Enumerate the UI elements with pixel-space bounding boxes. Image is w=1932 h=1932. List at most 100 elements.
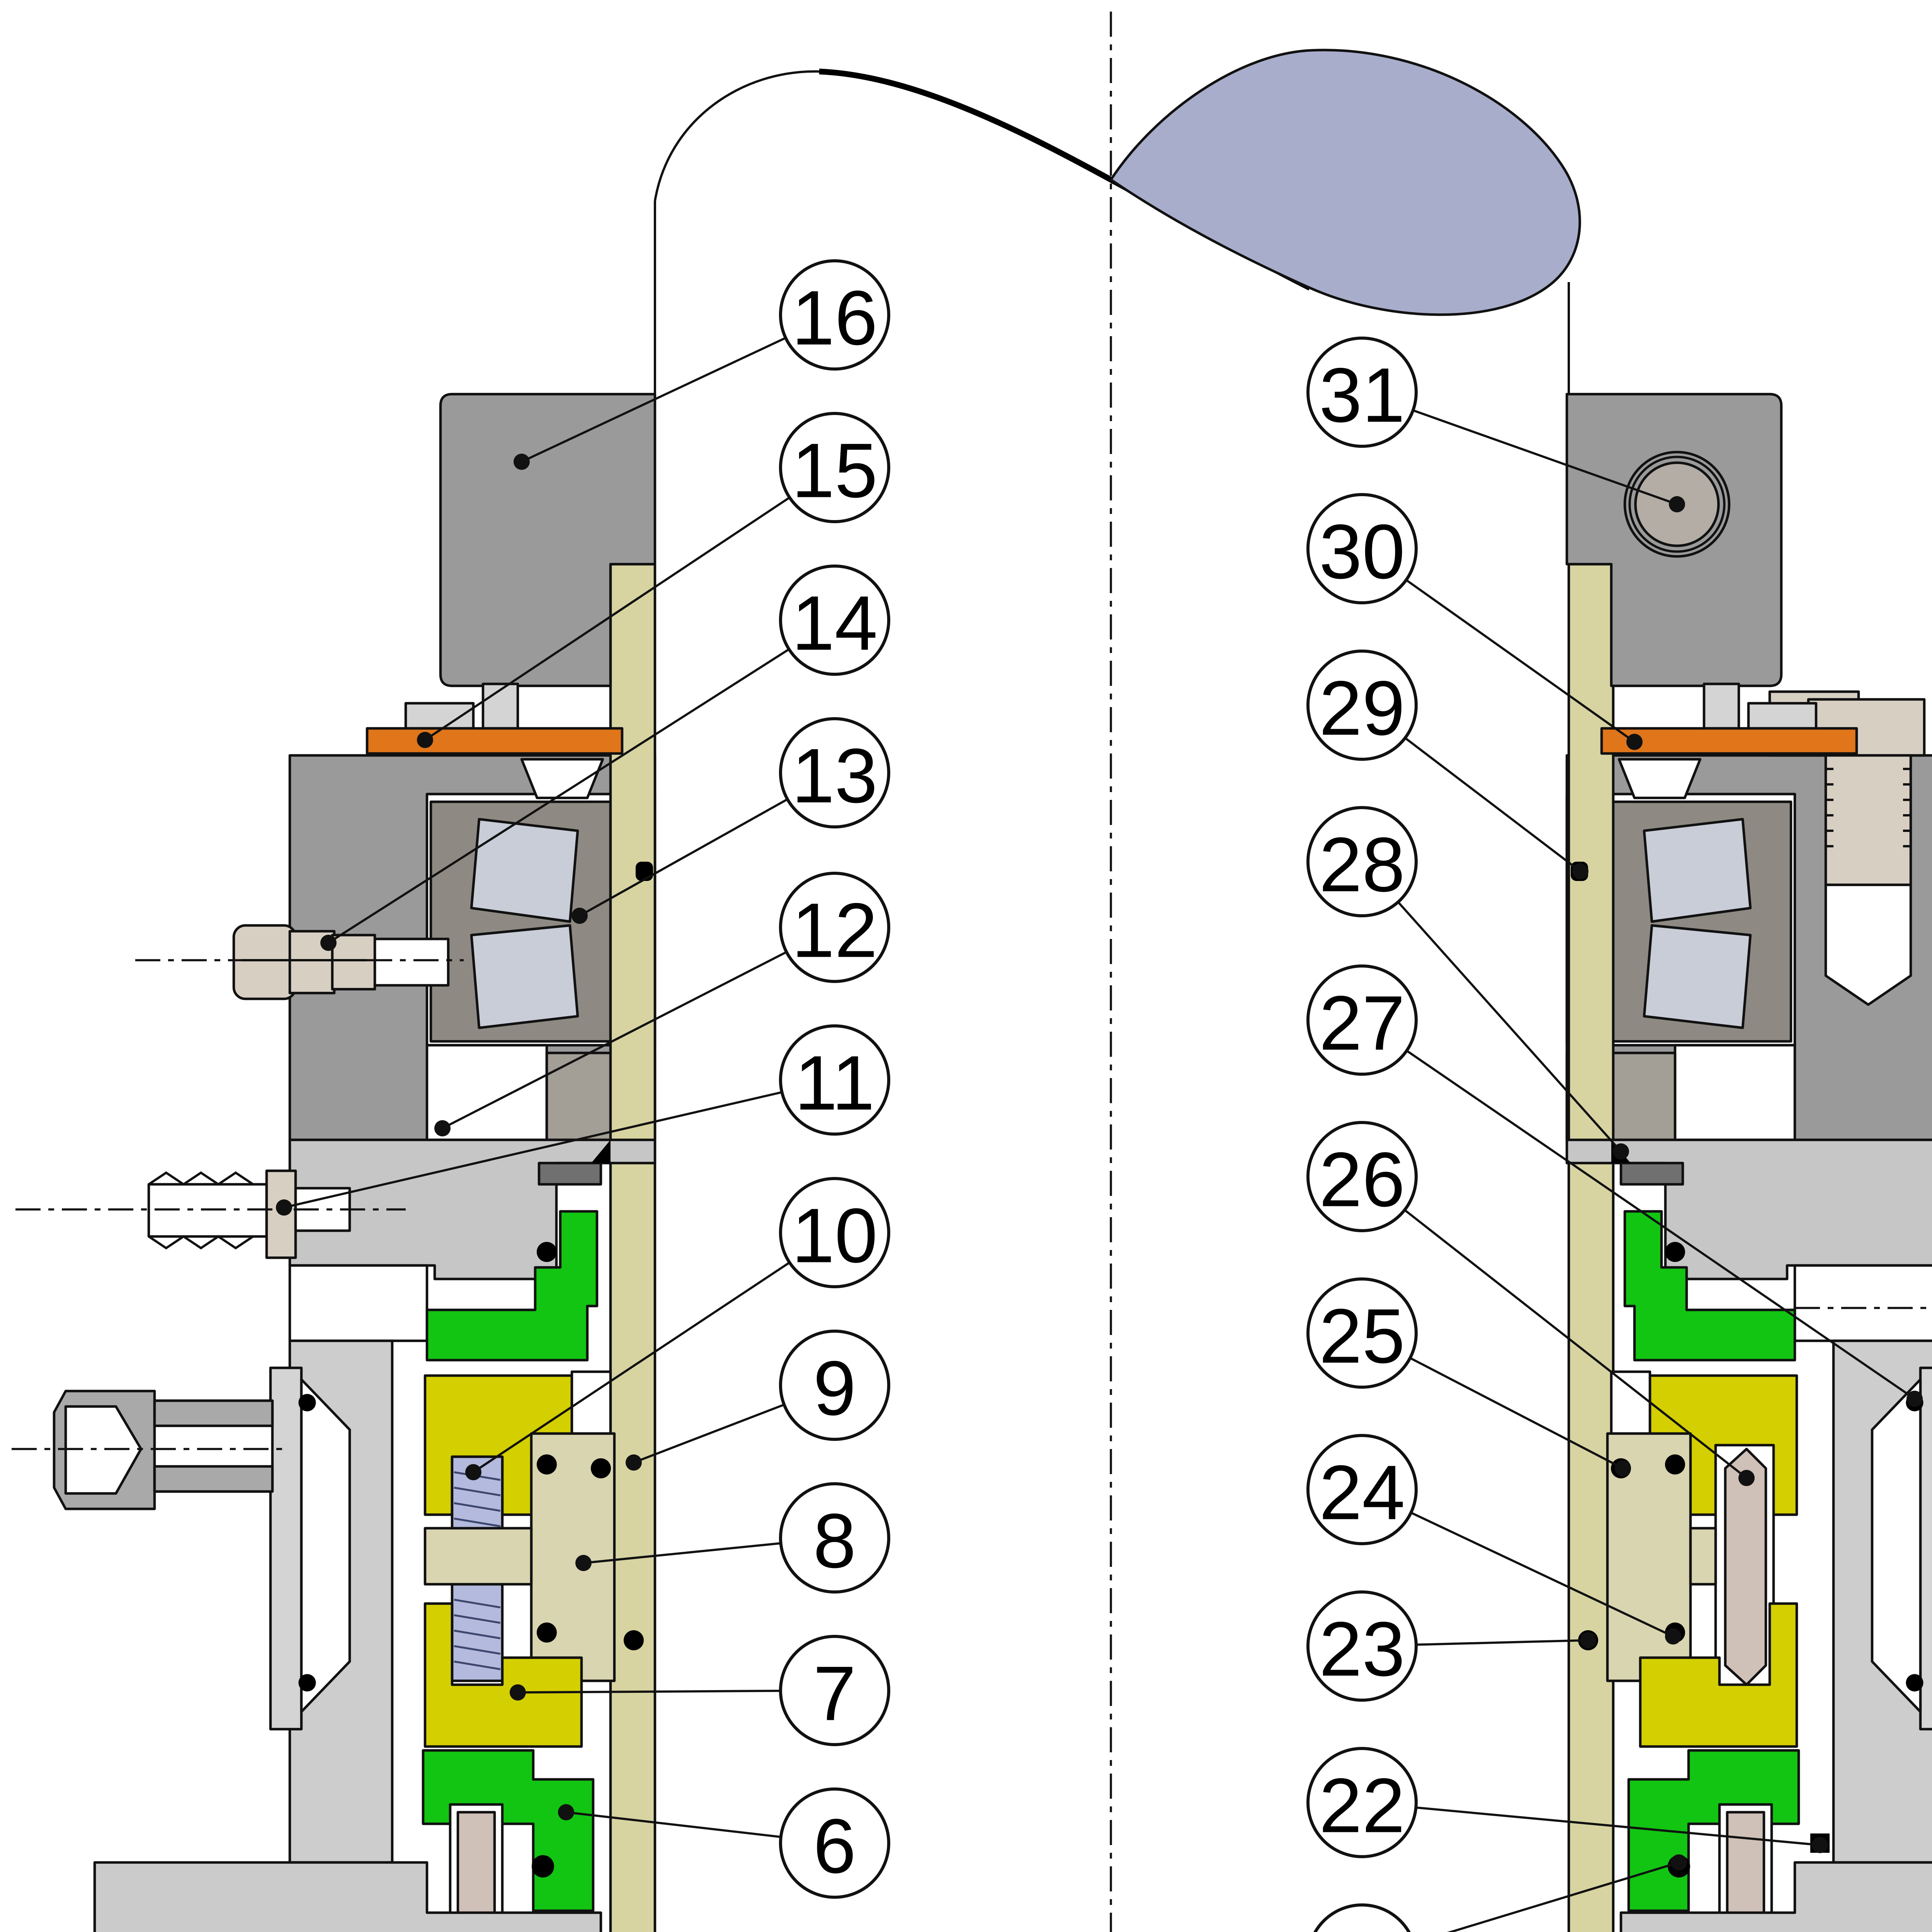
- callout-circle-15: [779, 412, 890, 523]
- seal-holder-lower-left: [423, 1602, 583, 1748]
- clamp-stud-right: [1702, 682, 1740, 730]
- gland-oring-upper-left: [298, 1394, 316, 1412]
- barb-teeth-top-left: [148, 1171, 254, 1186]
- callout-dot-16: [513, 454, 530, 470]
- bearing-roller-right-upper: [1643, 818, 1752, 923]
- spring-lower-left: [451, 1583, 504, 1682]
- seal-stack-right: [1578, 1210, 1830, 1932]
- seal-face-band-left: [423, 1527, 533, 1586]
- retainer-oring-upper-left: [536, 1242, 557, 1262]
- callout-leader-12: [442, 926, 835, 1129]
- callout-label-28: 28: [1319, 822, 1405, 908]
- callout-label-13: 13: [792, 733, 878, 819]
- callout-circle-14: [779, 564, 890, 676]
- callout-dot-9: [625, 1454, 642, 1471]
- port-ring-right: [1628, 456, 1726, 553]
- callout-leader-16: [521, 314, 835, 463]
- callout-label-6: 6: [813, 1803, 856, 1889]
- callout-dot-7: [509, 1684, 526, 1701]
- seal-face-band-right: [1689, 1527, 1717, 1586]
- callout-leader-10: [473, 1231, 835, 1473]
- seal-stack-left: [422, 1210, 644, 1932]
- face-oring-3-left: [536, 1622, 557, 1643]
- callout-circle-22: [1306, 1747, 1418, 1858]
- callout-leader-27: [1361, 1019, 1915, 1400]
- gland-plate-right: [1919, 1366, 1932, 1731]
- callout-dot-28: [1613, 1143, 1629, 1160]
- clamp-stud-left: [481, 682, 519, 730]
- gland-oring-lower-right: [1906, 1674, 1923, 1692]
- left-half: [53, 393, 656, 1932]
- bearing-cone-seat-left: [520, 758, 604, 799]
- retainer-upper-left: [425, 1210, 599, 1362]
- callout-dot-14: [320, 934, 337, 951]
- callout-dot-22: [1812, 1837, 1828, 1853]
- callout-label-29: 29: [1319, 665, 1405, 752]
- callout-leader-26: [1361, 1175, 1747, 1479]
- callout-circle-6: [779, 1787, 890, 1899]
- callout-label-11: 11: [794, 1040, 875, 1126]
- callout-circle-11: [779, 1024, 890, 1136]
- callout-dot-13: [571, 907, 588, 924]
- gland-recess-right: [1871, 1378, 1922, 1713]
- drive-collar-left: [537, 1162, 602, 1186]
- callout-label-31: 31: [1319, 352, 1405, 439]
- bolt-hex-socket-left: [64, 1405, 143, 1495]
- callout-circle-7: [779, 1634, 890, 1746]
- face-oring-2-left: [590, 1458, 611, 1478]
- callout-dot-23: [1580, 1632, 1596, 1648]
- right-half: [1565, 393, 1932, 1932]
- bolt-shank-top-left: [153, 1399, 274, 1427]
- gland-oring-lower-left: [298, 1674, 316, 1692]
- callout-circle-30: [1306, 493, 1418, 604]
- break-curve-top-thin: [654, 70, 820, 201]
- fitting-head-left: [232, 924, 297, 1000]
- callout-circle-12: [779, 871, 890, 983]
- callout-leader-31: [1362, 391, 1677, 505]
- gland-plate-left: [269, 1366, 303, 1731]
- callout-dot-31: [1669, 496, 1685, 512]
- bearing-cap-block-left: [439, 393, 656, 687]
- callout-label-30: 30: [1319, 509, 1405, 595]
- callout-dot-15: [417, 731, 433, 748]
- bolt-thread-right: [1824, 754, 1912, 886]
- face-oring-1-left: [536, 1454, 557, 1475]
- callout-circle-23: [1306, 1590, 1418, 1702]
- callout-label-7: 7: [813, 1651, 856, 1737]
- callout-circle-10: [779, 1177, 890, 1288]
- callout-dot-6: [558, 1804, 574, 1820]
- barb-fitting-left: [147, 1169, 351, 1259]
- shaft-sleeve-right: [1567, 563, 1615, 1932]
- callout-leader-22: [1362, 1801, 1820, 1846]
- callout-label-12: 12: [792, 888, 878, 974]
- grease-fitting-left: [232, 924, 450, 1000]
- callout-leader-15: [424, 466, 835, 741]
- callout-leader-11: [284, 1079, 835, 1209]
- sleeve-collar-right: [1610, 1370, 1651, 1435]
- drive-pin-lower-left: [456, 1811, 496, 1926]
- clamp-ring-right: [1600, 727, 1858, 755]
- callout-label-16: 16: [792, 275, 878, 361]
- callout-label-24: 24: [1319, 1449, 1405, 1536]
- callout-dot-11: [276, 1199, 292, 1216]
- callout-label-15: 15: [792, 428, 878, 514]
- callout-dot-29: [1572, 863, 1588, 879]
- callout-circle-31: [1306, 336, 1418, 448]
- callout-label-10: 10: [792, 1192, 878, 1279]
- bolt-pilot-hole-right: [1824, 883, 1912, 1006]
- callout-label-9: 9: [813, 1345, 856, 1431]
- callout-dot-27: [1906, 1390, 1923, 1407]
- callout-circle-28: [1306, 806, 1418, 917]
- callout-circle-25: [1306, 1277, 1418, 1389]
- fitting-thread-left: [331, 934, 376, 991]
- callout-leader-14: [328, 619, 835, 944]
- callout-label-25: 25: [1319, 1293, 1405, 1379]
- callout-dot-21: [1671, 1854, 1687, 1871]
- fitting-bore-left: [373, 937, 450, 987]
- clamp-nut-right: [1747, 702, 1818, 730]
- callout-label-22: 22: [1319, 1763, 1405, 1849]
- seal-holder-lower-right: [1639, 1602, 1798, 1748]
- callout-dot-8: [575, 1554, 592, 1571]
- callout-label-21: 21: [1319, 1919, 1405, 1932]
